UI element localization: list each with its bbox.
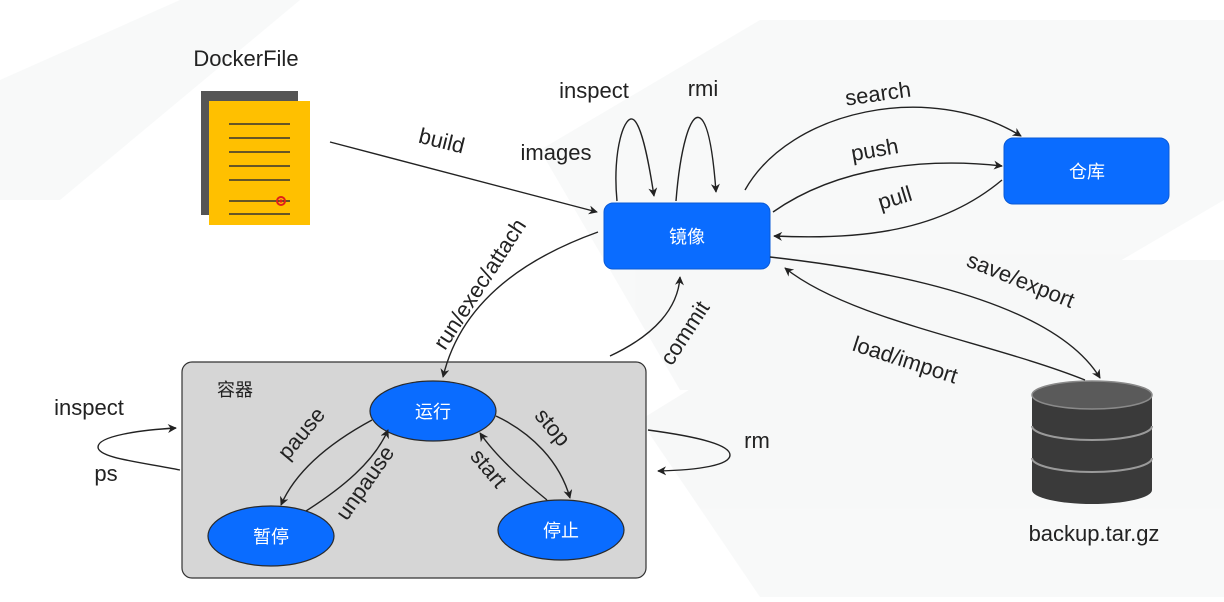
run-exec-attach-edge bbox=[440, 231, 599, 378]
ps-label: ps bbox=[94, 461, 117, 486]
image-node[interactable] bbox=[603, 202, 771, 270]
paused-node[interactable] bbox=[207, 505, 335, 567]
rm-loop bbox=[647, 429, 731, 476]
container-group-label: 容器 bbox=[217, 380, 253, 401]
stopped-node[interactable] bbox=[497, 499, 625, 561]
inspect-image-label: inspect bbox=[559, 78, 629, 103]
inspect-image-loop bbox=[615, 118, 658, 202]
start-edge bbox=[479, 432, 548, 501]
search-edge bbox=[744, 106, 1022, 191]
backup-label: backup.tar.gz bbox=[1029, 521, 1160, 546]
load-import-edge bbox=[784, 267, 1086, 381]
run-exec-attach-label: run/exec/attach bbox=[428, 214, 531, 354]
rm-label: rm bbox=[744, 428, 770, 453]
dockerfile-label: DockerFile bbox=[193, 46, 298, 71]
build-label: build bbox=[416, 123, 467, 159]
running-node[interactable] bbox=[369, 380, 497, 442]
document-icon bbox=[201, 91, 310, 225]
rmi-loop bbox=[675, 116, 720, 202]
pause-edge bbox=[280, 419, 373, 506]
stopped-node-label: 停止 bbox=[543, 521, 579, 542]
build-edge bbox=[329, 141, 598, 215]
unpause-edge bbox=[305, 429, 389, 512]
database-icon bbox=[1031, 380, 1153, 504]
registry-node[interactable] bbox=[1003, 137, 1170, 205]
stop-edge bbox=[495, 415, 573, 499]
save-export-edge bbox=[769, 256, 1101, 379]
paused-node-label: 暂停 bbox=[253, 527, 289, 548]
inspect-ps-loop bbox=[97, 423, 181, 471]
image-node-label: 镜像 bbox=[669, 227, 705, 248]
running-node-label: 运行 bbox=[415, 402, 451, 423]
commit-edge bbox=[609, 276, 684, 357]
registry-node-label: 仓库 bbox=[1069, 162, 1105, 183]
inspect-container-label: inspect bbox=[54, 395, 124, 420]
push-edge bbox=[772, 160, 1003, 213]
pull-edge bbox=[773, 179, 1003, 241]
rmi-label: rmi bbox=[688, 76, 719, 101]
images-label: images bbox=[521, 140, 592, 165]
